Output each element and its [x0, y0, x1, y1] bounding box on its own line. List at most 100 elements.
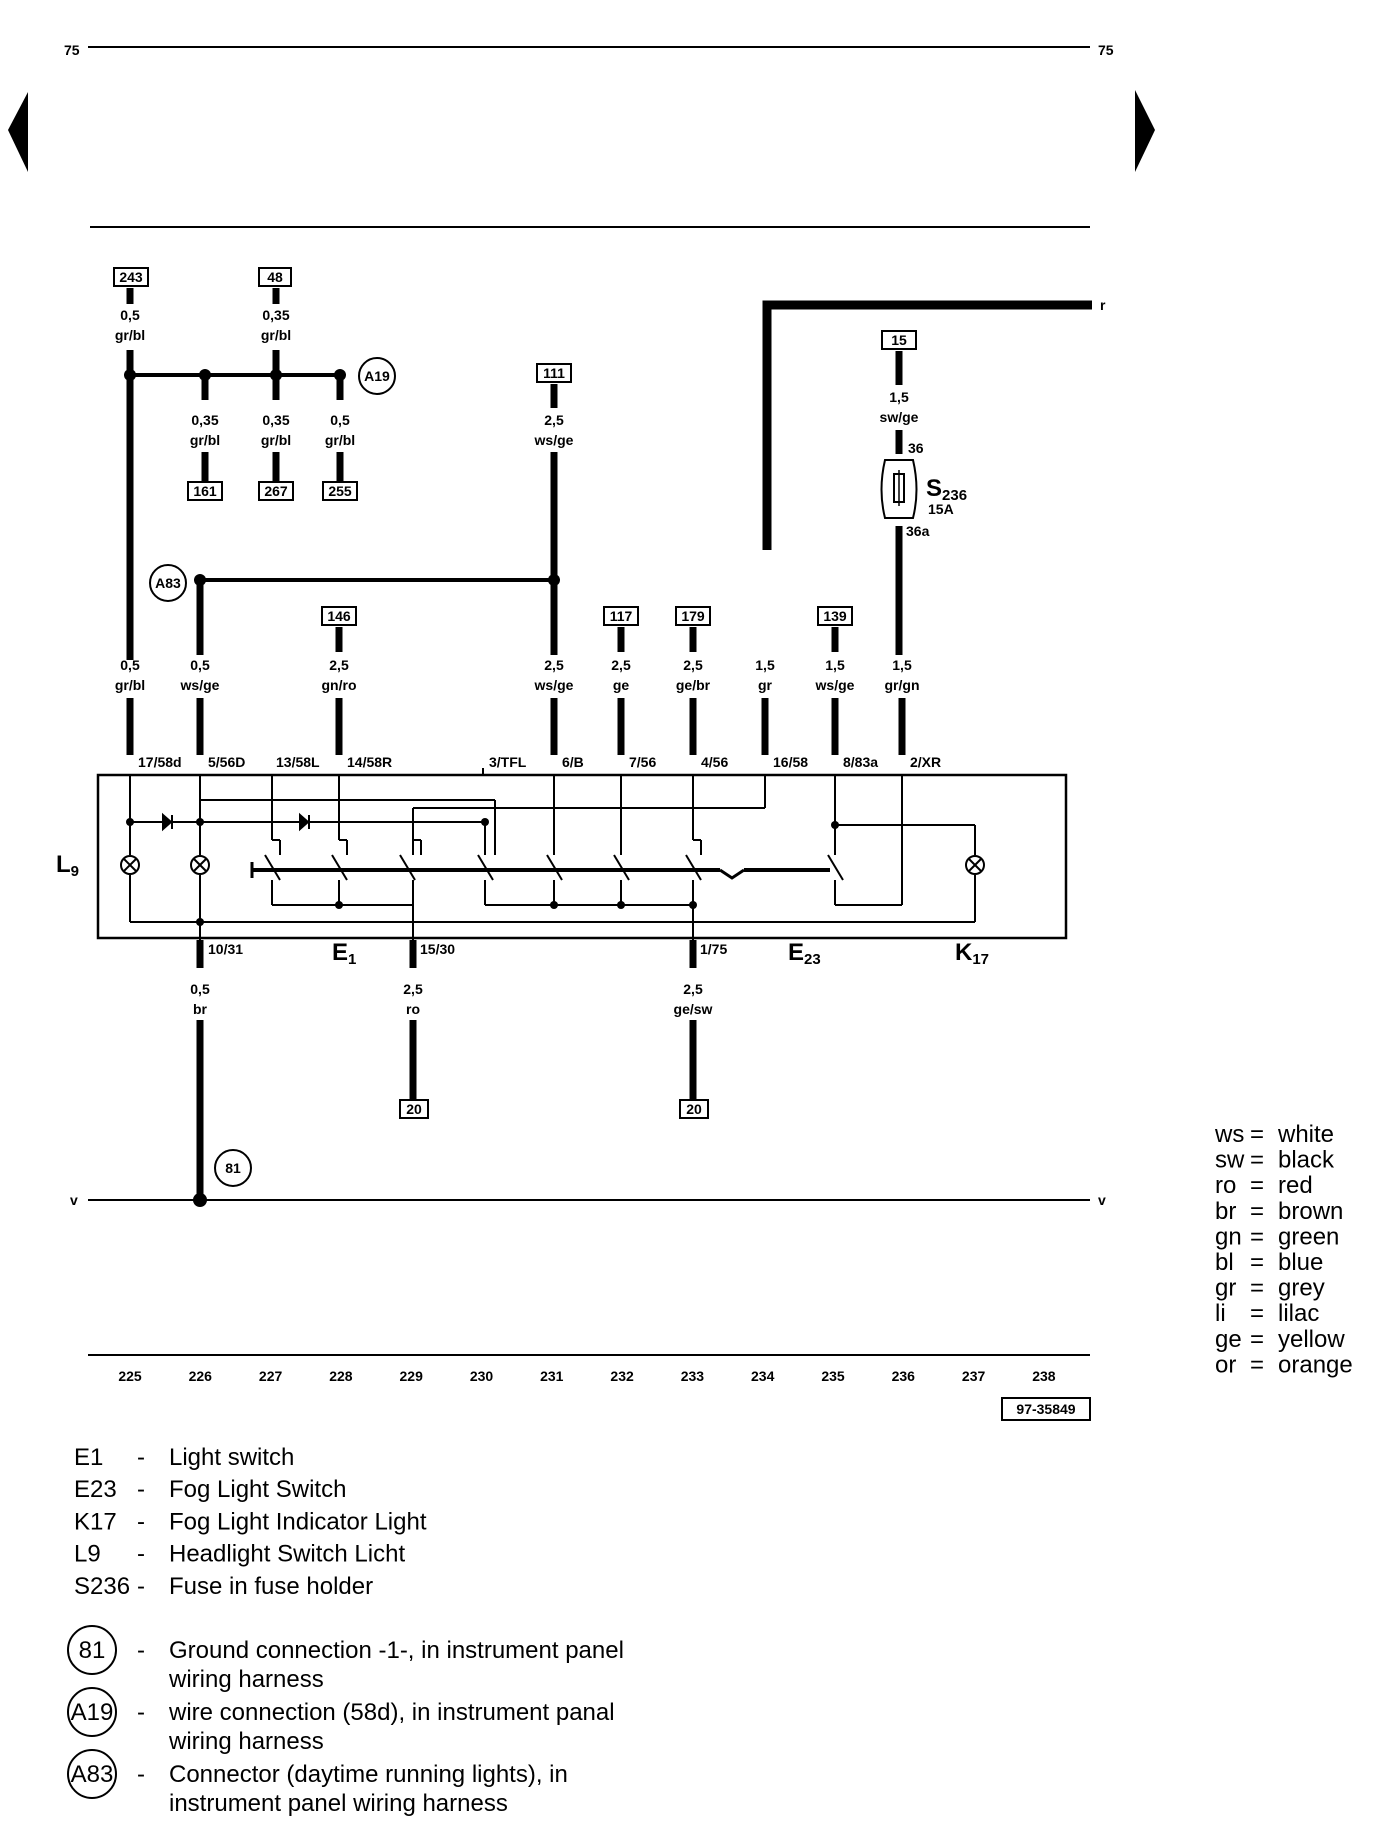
wire-labels-lower: 0,5 br 2,5 ro 2,5 ge/sw	[190, 981, 712, 1017]
drawing-id: 97-35849	[1001, 1397, 1091, 1421]
svg-text:ro: ro	[406, 1001, 420, 1017]
component-label-l9: L9	[56, 851, 79, 880]
lamp-icon-l9b	[190, 855, 210, 875]
svg-text:ge/sw: ge/sw	[674, 1001, 713, 1017]
svg-text:1,5: 1,5	[892, 657, 912, 673]
svg-text:gr: gr	[758, 677, 773, 693]
wire-label-48-color: gr/bl	[261, 327, 291, 343]
color-code: or	[1215, 1351, 1236, 1378]
component-code: L9	[74, 1541, 101, 1568]
column-number: 236	[892, 1368, 916, 1384]
pin-label-1-75: 1/75	[700, 941, 727, 957]
column-number: 237	[962, 1368, 986, 1384]
terminal-box-117: 117	[603, 606, 639, 626]
svg-text:2,5: 2,5	[544, 657, 564, 673]
next-page-arrow-icon[interactable]	[1135, 90, 1155, 172]
terminal-box-161: 161	[187, 481, 223, 501]
page-number-left: 75	[64, 42, 80, 58]
wire-label-15-color: sw/ge	[880, 409, 919, 425]
color-name: lilac	[1278, 1300, 1319, 1327]
color-code: ro	[1215, 1172, 1236, 1199]
svg-text:gr/bl: gr/bl	[115, 677, 145, 693]
color-name: grey	[1278, 1275, 1325, 1302]
svg-text:117: 117	[610, 608, 633, 624]
component-desc: Headlight Switch Licht	[169, 1541, 405, 1568]
svg-text:16/58: 16/58	[773, 754, 808, 770]
svg-text:111: 111	[543, 365, 565, 381]
column-number: 234	[751, 1368, 775, 1384]
connector-code: A83	[71, 1761, 114, 1788]
column-number: 231	[540, 1368, 564, 1384]
column-number: 235	[821, 1368, 845, 1384]
terminal-box-255: 255	[322, 481, 358, 501]
svg-text:17/58d: 17/58d	[138, 754, 182, 770]
internal-circuit	[129, 768, 976, 945]
color-code: gr	[1215, 1275, 1236, 1302]
wire-label-161-color: gr/bl	[190, 432, 220, 448]
ground-connector-81: 81	[214, 1149, 252, 1187]
svg-text:15: 15	[891, 332, 907, 348]
svg-text:0,5: 0,5	[120, 657, 140, 673]
connector-desc-line2: wiring harness	[168, 1728, 324, 1755]
svg-text:14/58R: 14/58R	[347, 754, 392, 770]
connector-a19: A19	[358, 357, 396, 395]
svg-text:5/56D: 5/56D	[208, 754, 245, 770]
color-name: yellow	[1278, 1326, 1345, 1353]
color-equals: =	[1250, 1172, 1264, 1199]
terminal-box-243: 243	[113, 267, 149, 287]
svg-text:br: br	[193, 1001, 208, 1017]
legend-dash: -	[137, 1444, 145, 1471]
legend-dash: -	[137, 1699, 145, 1726]
terminal-box-20b: 20	[679, 1099, 709, 1119]
color-code: ws	[1214, 1121, 1244, 1148]
component-desc: Light switch	[169, 1444, 294, 1471]
color-code: li	[1215, 1300, 1226, 1327]
wire-label-243-color: gr/bl	[115, 327, 145, 343]
component-code: K17	[74, 1508, 117, 1535]
edge-label-v-right: v	[1098, 1192, 1106, 1208]
svg-text:161: 161	[193, 483, 217, 499]
color-name: orange	[1278, 1351, 1353, 1378]
color-name: green	[1278, 1223, 1339, 1250]
svg-text:1,5: 1,5	[825, 657, 845, 673]
svg-text:81: 81	[225, 1160, 241, 1176]
color-code: gn	[1215, 1223, 1242, 1250]
connector-desc-line2: wiring harness	[168, 1666, 324, 1693]
wire-label-255-color: gr/bl	[325, 432, 355, 448]
svg-text:2,5: 2,5	[611, 657, 631, 673]
svg-text:146: 146	[327, 608, 351, 624]
terminal-box-179: 179	[675, 606, 711, 626]
svg-text:1,5: 1,5	[755, 657, 775, 673]
svg-text:3/TFL: 3/TFL	[489, 754, 527, 770]
terminal-box-139: 139	[817, 606, 853, 626]
color-name: blue	[1278, 1249, 1323, 1276]
svg-text:2,5: 2,5	[329, 657, 349, 673]
column-number: 238	[1032, 1368, 1056, 1384]
color-name: red	[1278, 1172, 1313, 1199]
svg-text:2,5: 2,5	[683, 657, 703, 673]
svg-text:2,5: 2,5	[403, 981, 423, 997]
legend-dash: -	[137, 1761, 145, 1788]
connector-legend-circle	[67, 1625, 117, 1675]
wire-r	[762, 300, 1092, 550]
color-equals: =	[1250, 1326, 1264, 1353]
svg-text:267: 267	[264, 483, 288, 499]
svg-text:179: 179	[681, 608, 705, 624]
terminal-box-267: 267	[258, 481, 294, 501]
previous-page-arrow-icon[interactable]	[8, 92, 28, 172]
wire-label-15-size: 1,5	[889, 389, 909, 405]
component-desc: Fuse in fuse holder	[169, 1573, 373, 1600]
color-equals: =	[1250, 1300, 1264, 1327]
connector-legend-circle	[67, 1749, 117, 1799]
color-equals: =	[1250, 1249, 1264, 1276]
svg-text:139: 139	[823, 608, 847, 624]
svg-text:ge: ge	[613, 677, 630, 693]
terminal-box-15: 15	[881, 330, 917, 350]
svg-text:8/83a: 8/83a	[843, 754, 878, 770]
terminal-box-48: 48	[258, 267, 292, 287]
color-equals: =	[1250, 1147, 1264, 1174]
svg-text:243: 243	[119, 269, 143, 285]
component-desc: Fog Light Switch	[169, 1476, 346, 1503]
svg-text:A83: A83	[155, 575, 181, 591]
